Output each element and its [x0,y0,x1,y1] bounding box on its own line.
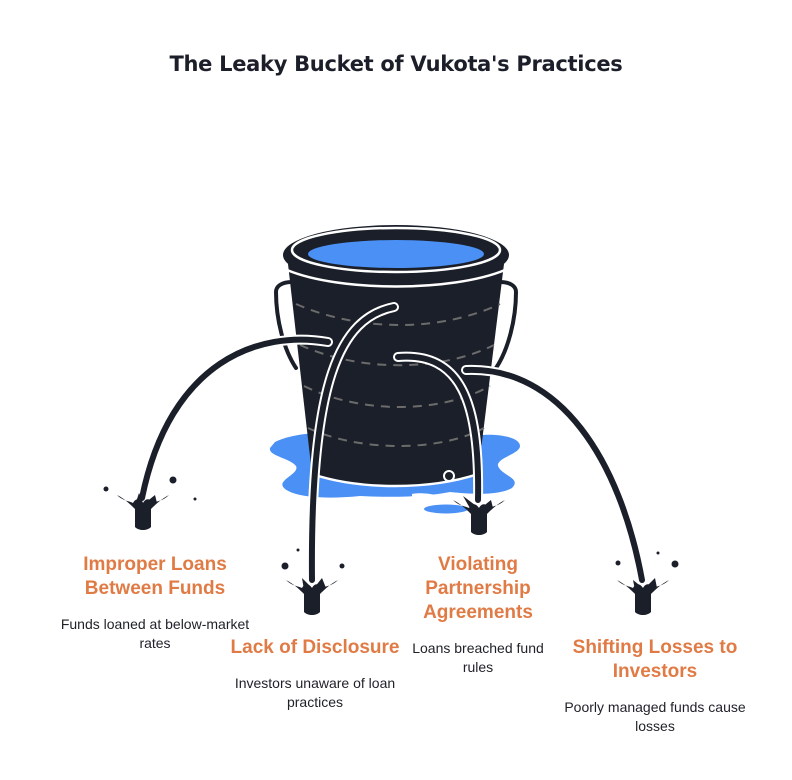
splash-icon [103,476,679,615]
practice-item-violating-agreements: Violating Partnership Agreements Loans b… [398,553,558,677]
page-title: The Leaky Bucket of Vukota's Practices [169,52,623,76]
bucket-handle-right [494,280,519,370]
practice-item-shifting-losses: Shifting Losses to Investors Poorly mana… [560,636,750,736]
practice-heading: Improper Loans Between Funds [83,554,227,599]
practice-item-improper-loans: Improper Loans Between Funds Funds loane… [60,553,250,653]
leak-stream-3 [393,351,484,505]
practice-item-lack-of-disclosure: Lack of Disclosure Investors unaware of … [225,636,405,712]
practice-description: Poorly managed funds cause losses [564,699,746,734]
practice-heading: Lack of Disclosure [230,637,400,658]
leak-stream-4 [461,364,647,585]
bucket-handle-left [273,280,298,370]
practice-description: Loans breached fund rules [412,640,544,675]
practice-heading: Shifting Losses to Investors [572,637,738,682]
leak-stream-1 [137,334,333,503]
practice-description: Funds loaned at below-market rates [60,616,250,651]
leaky-bucket-icon [283,225,509,488]
leak-stream-2 [306,302,399,585]
practice-heading: Violating Partnership Agreements [423,554,533,623]
practice-description: Investors unaware of loan practices [234,675,396,710]
